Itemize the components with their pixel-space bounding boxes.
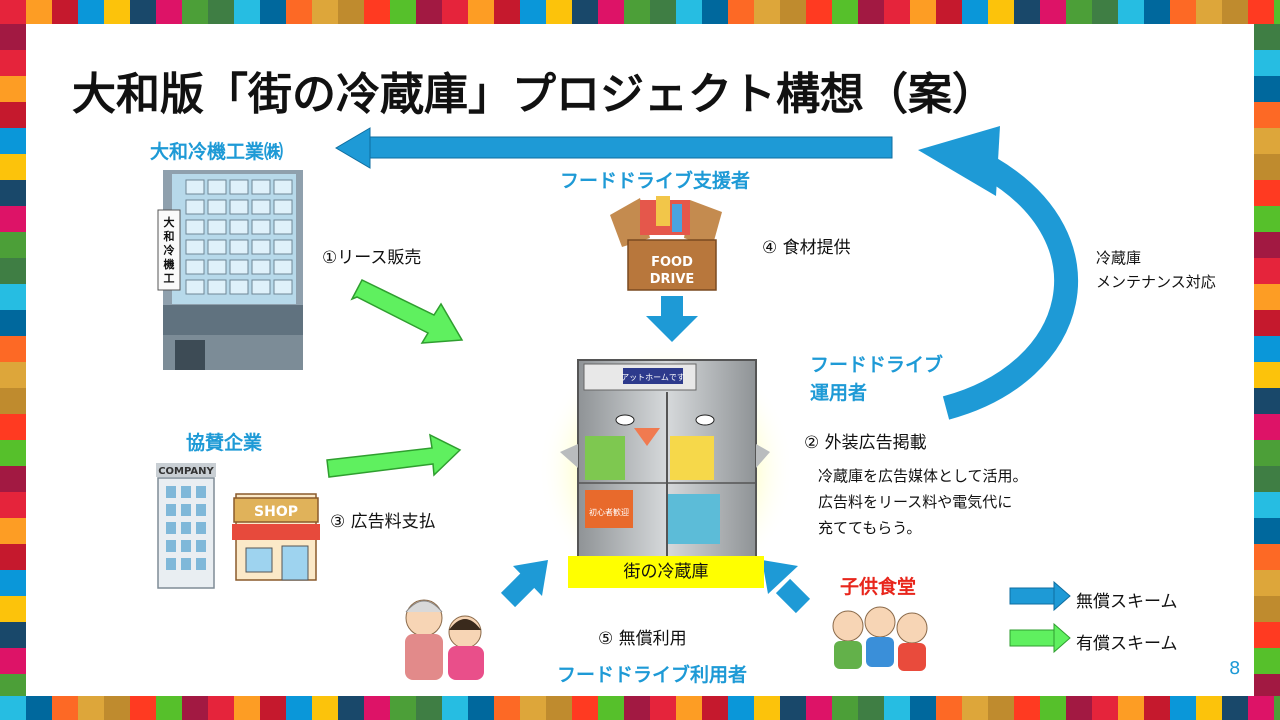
legend-paid-label: 有償スキーム xyxy=(1076,634,1178,654)
shop-sign: SHOP xyxy=(254,504,298,520)
supporter-label: フードドライブ支援者 xyxy=(560,170,751,192)
children-arrow-right xyxy=(762,560,811,614)
note-line-2: 広告料をリース料や電気代に xyxy=(818,493,1013,511)
food-supply-label: ④ 食材提供 xyxy=(762,238,851,258)
legend-free-label: 無償スキーム xyxy=(1076,592,1178,612)
svg-text:機: 機 xyxy=(164,257,175,271)
note-line-3: 充ててもらう。 xyxy=(818,519,922,537)
ad-fee-label: ③ 広告料支払 xyxy=(330,512,436,532)
legend-free-arrow xyxy=(1009,580,1071,612)
lease-arrow-green xyxy=(350,279,464,344)
maintenance-label-2: メンテナンス対応 xyxy=(1096,273,1216,291)
slide-title: 大和版「街の冷蔵庫」プロジェクト構想（案） xyxy=(72,69,996,120)
maintenance-arrow-top xyxy=(335,127,893,169)
user-arrow-left xyxy=(500,560,548,608)
users-illustration xyxy=(405,599,484,680)
legend-paid-arrow xyxy=(1009,622,1071,654)
svg-text:大: 大 xyxy=(164,215,175,229)
lease-label: ①リース販売 xyxy=(322,248,422,268)
page-number: 8 xyxy=(1229,658,1241,679)
svg-text:和: 和 xyxy=(164,229,175,243)
sponsor-company-illustration: COMPANY xyxy=(156,463,216,589)
maintenance-curve-arrow xyxy=(918,126,1079,420)
ad-fee-arrow-green xyxy=(326,433,462,478)
user-label: フードドライブ利用者 xyxy=(557,664,748,686)
food-drive-box-illustration: FOOD DRIVE xyxy=(610,196,722,291)
sponsor-label: 協賛企業 xyxy=(186,432,263,454)
ad-label: ② 外装広告掲載 xyxy=(804,433,927,453)
fridge-sticker-2: 初心者歓迎 xyxy=(589,507,629,517)
fridge-label: 街の冷蔵庫 xyxy=(568,556,764,588)
operator-label-1: フードドライブ xyxy=(810,354,944,376)
children-illustration xyxy=(832,606,928,671)
company-building-illustration: 大 和 冷 機 工 xyxy=(157,170,303,370)
svg-text:冷: 冷 xyxy=(164,243,175,257)
operator-label-2: 運用者 xyxy=(810,382,868,404)
maintenance-label-1: 冷蔵庫 xyxy=(1096,249,1142,267)
note-line-1: 冷蔵庫を広告媒体として活用。 xyxy=(818,467,1028,485)
food-down-arrow xyxy=(646,296,698,342)
shop-illustration: SHOP xyxy=(232,493,320,581)
food-box-text1: FOOD xyxy=(651,255,693,270)
company-sign: COMPANY xyxy=(158,466,214,477)
food-box-text2: DRIVE xyxy=(650,272,695,287)
company-label: 大和冷機工業㈱ xyxy=(150,141,284,163)
fridge-sticker-1: アットホームです xyxy=(621,373,685,382)
svg-text:工: 工 xyxy=(164,272,175,285)
children-cafeteria-label: 子供食堂 xyxy=(840,576,917,598)
free-use-label: ⑤ 無償利用 xyxy=(598,629,687,649)
